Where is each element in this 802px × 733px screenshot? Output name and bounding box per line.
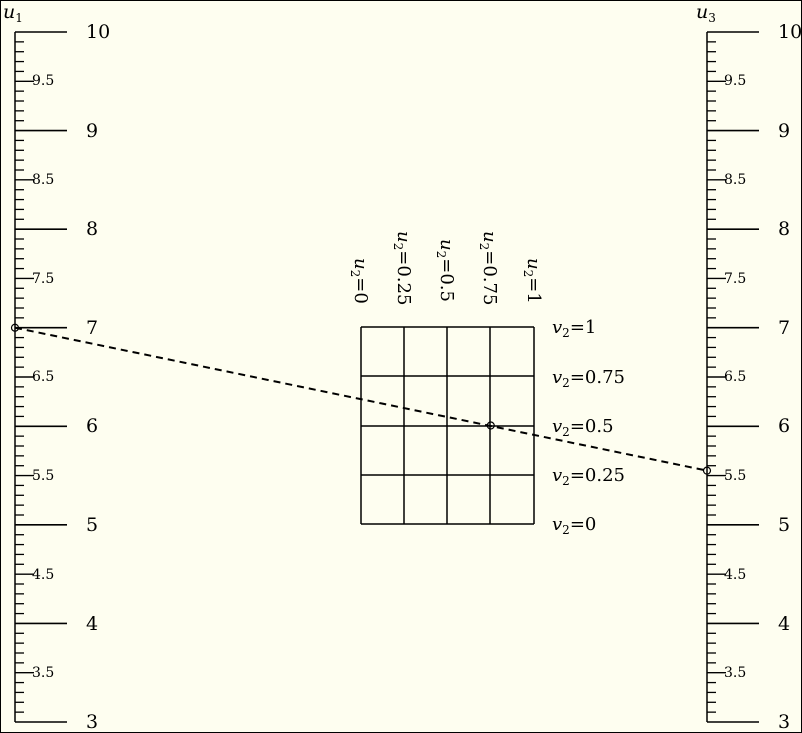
- scale-u3-label-6.5: 6.5: [724, 369, 746, 385]
- scale-u1-label-5: 5: [86, 514, 98, 536]
- scale-u1-label-9: 9: [86, 120, 98, 142]
- isopleth-point-u1: [10, 323, 20, 332]
- scale-u1-label-5.5: 5.5: [32, 468, 54, 484]
- scale-u1-label-8.5: 8.5: [32, 172, 54, 188]
- scale-u3-title: u3: [696, 1, 716, 25]
- isopleth-point-grid: [486, 421, 495, 430]
- grid-label-u2-1: u2=1: [521, 258, 544, 304]
- grid-label-u2-0.75: u2=0.75: [477, 231, 500, 305]
- scale-u3-label-5: 5: [778, 514, 790, 536]
- scale-u1-label-9.5: 9.5: [32, 73, 54, 89]
- scale-u1-label-4.5: 4.5: [32, 567, 54, 583]
- scale-u1-label-7: 7: [86, 317, 98, 339]
- scale-u1-label-3.5: 3.5: [32, 665, 54, 681]
- scale-u3: u3 10 9 8 7 6 5 4 3 9.5 8.5 7.5 6.5 5.5 …: [696, 1, 802, 733]
- grid-label-v2-1: v2=1: [552, 317, 596, 340]
- scale-u3-label-5.5: 5.5: [724, 468, 746, 484]
- scale-u1-label-4: 4: [86, 613, 98, 635]
- scale-u1-label-10: 10: [86, 21, 110, 43]
- scale-u3-label-4.5: 4.5: [724, 567, 746, 583]
- isopleth: [10, 323, 712, 475]
- scale-u3-label-7: 7: [778, 317, 790, 339]
- grid-label-v2-0.5: v2=0.5: [552, 416, 614, 439]
- grid-label-v2-0.75: v2=0.75: [552, 367, 625, 390]
- scale-u1-ticks: [15, 31, 67, 723]
- scale-u1: u1 10 9 8 7 6 5 4 3 9.5 8.5 7.5 6.5 5.5 …: [3, 1, 110, 733]
- grid-label-u2-0.25: u2=0.25: [391, 231, 414, 305]
- scale-u3-label-4: 4: [778, 613, 790, 635]
- scale-u3-ticks: [707, 31, 759, 723]
- grid-label-v2-0.25: v2=0.25: [552, 465, 625, 488]
- scale-u3-label-9: 9: [778, 120, 790, 142]
- grid-label-u2-0.5: u2=0.5: [434, 239, 457, 302]
- scale-u3-label-8.5: 8.5: [724, 172, 746, 188]
- scale-u1-label-3: 3: [86, 711, 98, 733]
- scale-u3-label-7.5: 7.5: [724, 271, 746, 287]
- grid-label-u2-0: u2=0: [348, 258, 371, 304]
- scale-u1-label-8: 8: [86, 218, 98, 240]
- scale-u3-label-3.5: 3.5: [724, 665, 746, 681]
- scale-u1-label-6: 6: [86, 415, 98, 437]
- scale-u3-label-9.5: 9.5: [724, 73, 746, 89]
- scale-u1-label-6.5: 6.5: [32, 369, 54, 385]
- scale-u1-label-7.5: 7.5: [32, 271, 54, 287]
- isopleth-point-u3: [702, 466, 712, 475]
- isopleth-line: [14, 326, 708, 472]
- scale-u3-label-8: 8: [778, 218, 790, 240]
- scale-u3-label-10: 10: [778, 21, 802, 43]
- scale-u1-title: u1: [3, 1, 23, 25]
- grid-label-v2-0: v2=0: [552, 514, 596, 537]
- scale-u3-label-6: 6: [778, 415, 790, 437]
- grid-u2-v2: u2=0 u2=0.25 u2=0.5 u2=0.75 u2=1 v2=1 v2…: [348, 231, 625, 537]
- scale-u3-label-3: 3: [778, 711, 790, 733]
